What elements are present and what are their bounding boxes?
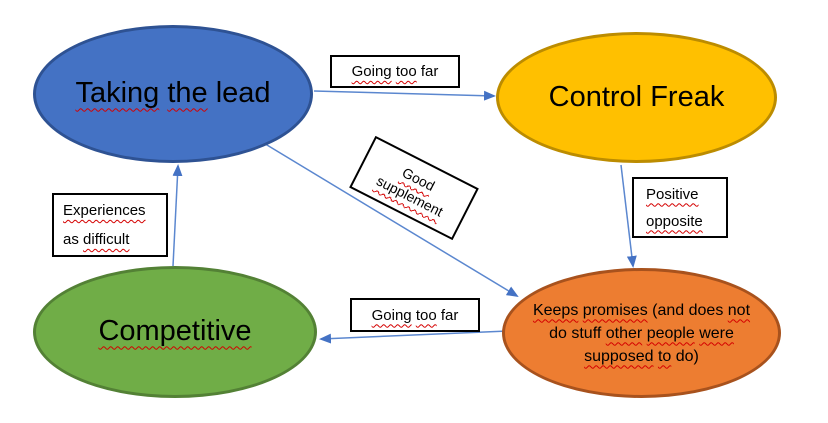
edge-label-text: Going too far — [352, 63, 439, 80]
arrow-competitive-to-taking — [172, 164, 183, 267]
edge-label-text: Experiences — [63, 196, 166, 225]
node-competitive-label: Competitive — [98, 315, 251, 348]
word: too — [395, 63, 417, 80]
word: to — [657, 347, 672, 365]
edge-label-going-too-far-top: Going too far — [330, 55, 460, 88]
edge-label-text: Going too far — [372, 307, 459, 324]
word: lead — [215, 77, 271, 110]
word: (and — [652, 301, 685, 319]
word: people — [646, 324, 695, 342]
word: opposite — [646, 212, 703, 230]
edge-label-going-too-far-bottom: Going too far — [350, 298, 480, 332]
word: do) — [675, 347, 699, 365]
word: do — [549, 324, 567, 342]
word: Taking — [75, 77, 160, 110]
word: other — [605, 324, 643, 342]
node-taking-the-lead-label: Taking the lead — [75, 77, 270, 110]
arrow-keeps-to-competitive — [319, 330, 509, 344]
edge-label-text: as difficult — [63, 225, 166, 254]
word: as — [63, 231, 79, 248]
word: does — [688, 301, 724, 319]
arrow-taking-to-control — [313, 90, 496, 101]
node-keeps-promises-label: Keeps promises (and does not do stuff ot… — [533, 299, 750, 368]
node-label-line: do stuff other people were — [533, 322, 750, 345]
word: supposed — [584, 347, 654, 365]
word: the — [167, 77, 208, 110]
edge-label-text: Positive — [646, 181, 726, 208]
arrow-control-to-keeps — [620, 164, 637, 268]
word: Control — [548, 80, 643, 113]
word: difficult — [83, 231, 130, 248]
edge-label-text: opposite — [646, 208, 726, 235]
edge-label-positive-opposite: Positive opposite — [632, 177, 728, 238]
word: far — [420, 63, 439, 80]
word: Going — [351, 63, 392, 80]
node-control-freak: Control Freak — [496, 32, 777, 163]
word: Experiences — [63, 202, 146, 219]
word: not — [727, 301, 751, 319]
word: promises — [582, 301, 648, 319]
node-keeps-promises: Keeps promises (and does not do stuff ot… — [502, 268, 781, 398]
word: far — [440, 306, 459, 324]
node-label-line: supposed to do) — [533, 345, 750, 368]
node-control-freak-label: Control Freak — [549, 81, 725, 114]
word: Keeps — [532, 301, 579, 319]
arrow-taking-to-keeps — [261, 141, 519, 298]
word: stuff — [571, 324, 602, 342]
word: Competitive — [98, 315, 252, 348]
word: too — [415, 306, 437, 324]
node-label-line: Keeps promises (and does not — [533, 299, 750, 322]
word: Going — [371, 306, 412, 324]
word: Freak — [650, 80, 725, 113]
word: Positive — [646, 185, 699, 203]
word: were — [699, 324, 734, 342]
edge-label-experiences-as-difficult: Experiences as difficult — [52, 193, 168, 257]
node-taking-the-lead: Taking the lead — [33, 25, 313, 163]
node-competitive: Competitive — [33, 266, 317, 398]
